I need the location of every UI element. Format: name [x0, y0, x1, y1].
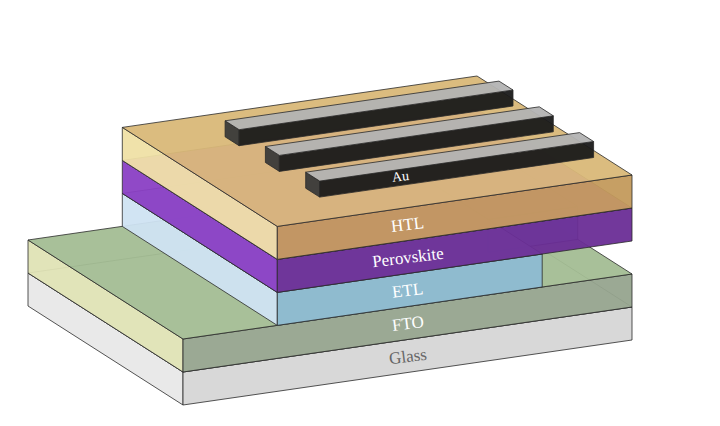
layer-label: HTL	[390, 214, 425, 235]
layer-label: Au	[391, 169, 410, 185]
htl-layer-top	[122, 76, 632, 226]
gold-electrode-top	[306, 133, 594, 182]
layer-label: Glass	[388, 345, 428, 366]
layer-label: FTO	[391, 313, 425, 334]
layer-label: ETL	[391, 280, 424, 301]
layer-label: Perovskite	[371, 244, 444, 270]
